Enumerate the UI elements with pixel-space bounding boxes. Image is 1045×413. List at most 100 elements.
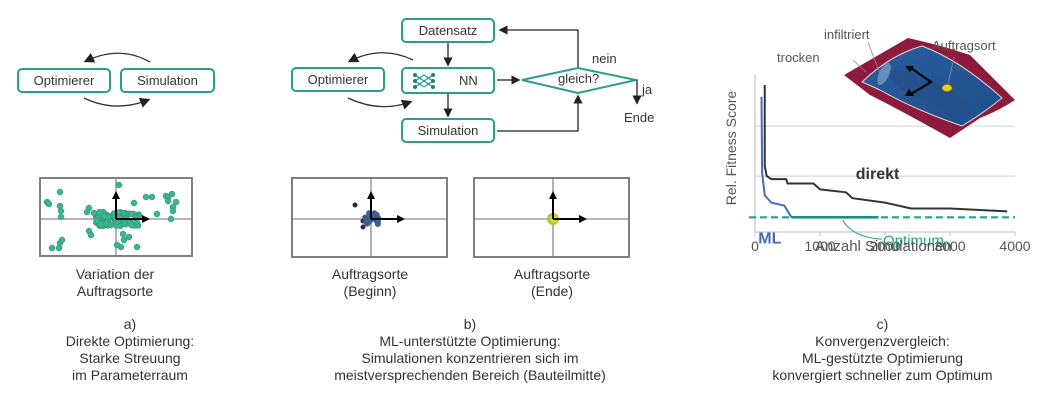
x-tick-label: 1000 [804,238,835,254]
decision-yes-to-end [632,79,642,105]
caption-line: ML-gestützte Optimierung [801,350,964,366]
arrow-to-nn [347,97,413,110]
surface-groove [888,70,972,114]
arrow-to-optimizer [347,52,414,63]
scatter-point [57,213,65,221]
scatter-end-caption: Auftragsorte (Ende) [477,266,627,300]
arrowhead-icon [397,215,405,223]
scatter-point [168,190,176,198]
panel-b-caption: b) ML-unterstützte Optimierung: Simulati… [290,316,650,384]
caption-line: (Beginn) [343,283,397,299]
optimum-label: Optimum [883,232,944,249]
scatter-point [97,221,105,228]
scatter-point [115,181,123,189]
decision-diamond [521,66,637,95]
scatter-point [127,221,135,229]
nn-box: NN [401,67,495,94]
decision-label: gleich? [558,71,600,86]
panel-letter: c) [876,316,889,332]
scatter-direct-caption: Variation der Auftragsorte [40,266,190,300]
infiltrated-highlight [877,62,891,86]
scatter-point [125,233,133,241]
panel-c-caption: c) Konvergenzvergleich: ML-gestützte Opt… [730,316,1035,384]
scatter-point [55,244,63,252]
scatter-point [100,213,108,220]
scatter-point [374,220,381,227]
series-line-direkt [763,85,1008,213]
caption-line: Starke Streuung [79,350,181,366]
simulation-to-decision [497,94,583,132]
scatter-point [93,217,101,224]
arrow-to-simulation [83,97,151,108]
x-axis-label: Anzahl Simulationen [815,238,952,255]
caption-line: Auftragsorte [76,283,154,299]
part-surface-illustration [844,38,1015,138]
arrowhead-icon [579,215,587,223]
scatter-direct [39,177,193,257]
x-tick-label: 4000 [999,238,1030,254]
caption-line: Variation der [75,266,155,282]
x-tick-label: 2000 [869,238,900,254]
series-line-ml [760,96,793,218]
simulation-box-a: Simulation [120,68,215,93]
neural-network-icon [411,72,437,90]
arrowhead-icon [549,191,557,199]
scatter-point [130,199,138,207]
optimizer-box-a: Optimierer [17,68,111,93]
y-axis-label: Rel. Fitness Score [723,90,739,206]
loop-arrows-a [83,52,151,108]
scatter-point [148,193,156,201]
scatter-point [48,244,56,252]
caption-line: Direkte Optimierung: [65,333,195,349]
nn-label: NN [459,73,478,88]
scatter-point [85,204,93,212]
scatter-point [128,210,135,218]
caption-line: Auftragsorte [513,266,591,282]
arrowhead-icon [367,191,375,199]
x-tick-label: 3000 [934,238,965,254]
caption-line: Simulationen konzentrieren sich im [361,350,579,366]
series-label-ml: ML [758,230,781,247]
scatter-point [167,215,175,223]
caption-line: meistversprechenden Bereich (Bauteilmitt… [334,367,606,383]
label-infiltrated: infiltriert [824,27,870,42]
scatter-begin-caption: Auftragsorte (Beginn) [295,266,445,300]
scatter-point [364,217,371,224]
scatter-point [142,193,150,201]
label-location: Auftragsort [932,38,996,53]
caption-line: im Parameterraum [72,367,188,383]
caption-line: (Ende) [530,283,574,299]
arrowhead-icon [142,215,150,223]
deposition-location-marker [941,84,953,92]
caption-line: ML-unterstützte Optimierung: [379,333,561,349]
caption-line: Konvergenzvergleich: [815,333,950,349]
direction-arrows-icon [910,67,933,95]
decision-no-to-dataset [498,25,579,68]
panel-letter: b) [463,316,477,332]
yes-label: ja [642,82,653,97]
scatter-point [360,224,366,230]
scatter-point [133,243,141,251]
scatter-point [45,200,53,208]
no-label: nein [592,51,617,66]
caption-line: konvergiert schneller zum Optimum [772,367,993,383]
scatter-point [87,231,95,239]
scatter-point [121,220,128,227]
x-tick-label: 0 [751,238,759,254]
scatter-point [164,197,172,205]
scatter-point [57,207,65,215]
scatter-point [153,210,161,218]
scatter-point [58,236,66,244]
scatter-ml-begin [291,177,448,258]
caption-line: Auftragsorte [331,266,409,282]
scatter-point [117,243,125,251]
scatter-ml-end [473,177,630,258]
optimizer-box-b: Optimierer [291,67,385,92]
arrowhead-icon [112,191,120,199]
end-label: Ende [624,110,655,125]
scatter-point [90,209,98,217]
panel-letter: a) [123,316,137,332]
scatter-point [56,188,64,196]
arrow-to-optimizer [83,52,151,63]
